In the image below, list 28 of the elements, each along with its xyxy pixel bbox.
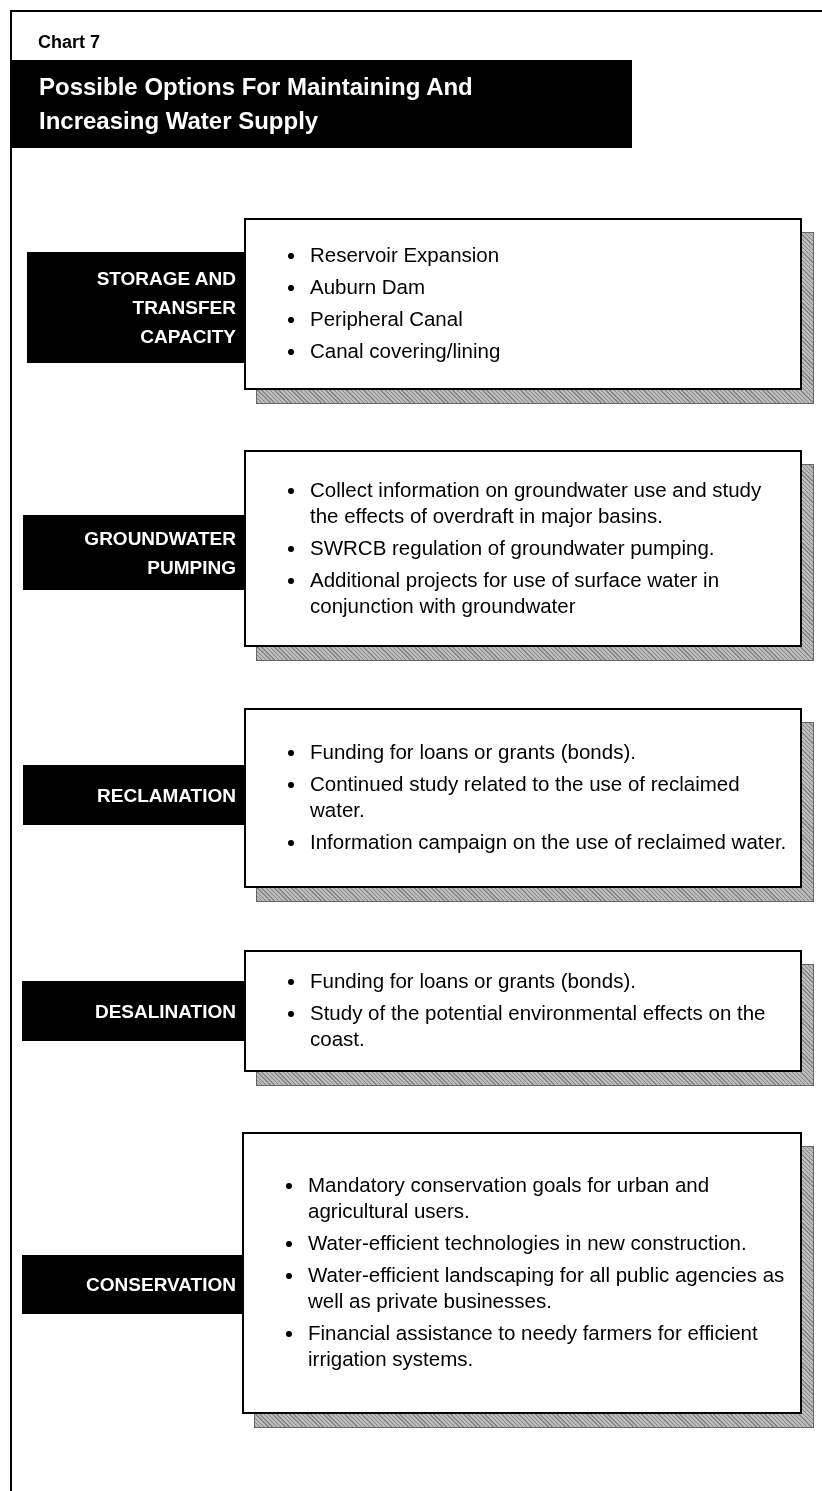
bullet-item: Water-efficient technologies in new construction.: [308, 1231, 747, 1254]
category-label: RECLAMATION: [23, 765, 244, 825]
option-list-box: [244, 450, 802, 647]
option-list-box: [242, 1132, 802, 1414]
category-label: GROUNDWATER PUMPING: [23, 515, 244, 590]
bullet-item: Financial assistance to needy farmers for efficient irrigation systems.: [308, 1321, 758, 1370]
bullet-item: Additional projects for use of surface water in conjunction with groundwater: [310, 567, 720, 617]
bullet-item: Collect information on groundwater use and study the effects of overdraft in major basins.: [310, 477, 762, 527]
category-label: CONSERVATION: [22, 1255, 244, 1314]
option-list-box: [244, 218, 802, 390]
bullet-item: Funding for loans or grants (bonds).: [310, 740, 636, 763]
bullet-item: Information campaign on the use of reclaimed water.: [310, 830, 787, 853]
category-label: DESALINATION: [22, 981, 244, 1041]
bullet-item: Reservoir Expansion: [310, 243, 500, 266]
option-list-box: [244, 708, 802, 888]
bullet-item: Peripheral Canal: [310, 307, 463, 330]
bullet-item: Canal covering/lining: [310, 339, 501, 362]
bullet-item: Study of the potential environmental effects on the coast.: [310, 1001, 766, 1050]
chart-number: Chart 7: [38, 32, 100, 53]
title-banner: Possible Options For Maintaining And Increasing Water Supply: [10, 60, 632, 148]
option-list-box: [244, 950, 802, 1072]
bullet-item: Continued study related to the use of reclaimed water.: [310, 772, 740, 821]
category-label: STORAGE AND TRANSFER CAPACITY: [27, 252, 244, 363]
bullet-item: Funding for loans or grants (bonds).: [310, 969, 636, 992]
bullet-item: SWRCB regulation of groundwater pumping.: [310, 535, 715, 559]
bullet-item: Auburn Dam: [310, 275, 426, 298]
bullet-item: Mandatory conservation goals for urban and agricultural users.: [308, 1173, 710, 1222]
bullet-item: Water-efficient landscaping for all public agencies as well as private businesses.: [308, 1263, 785, 1312]
